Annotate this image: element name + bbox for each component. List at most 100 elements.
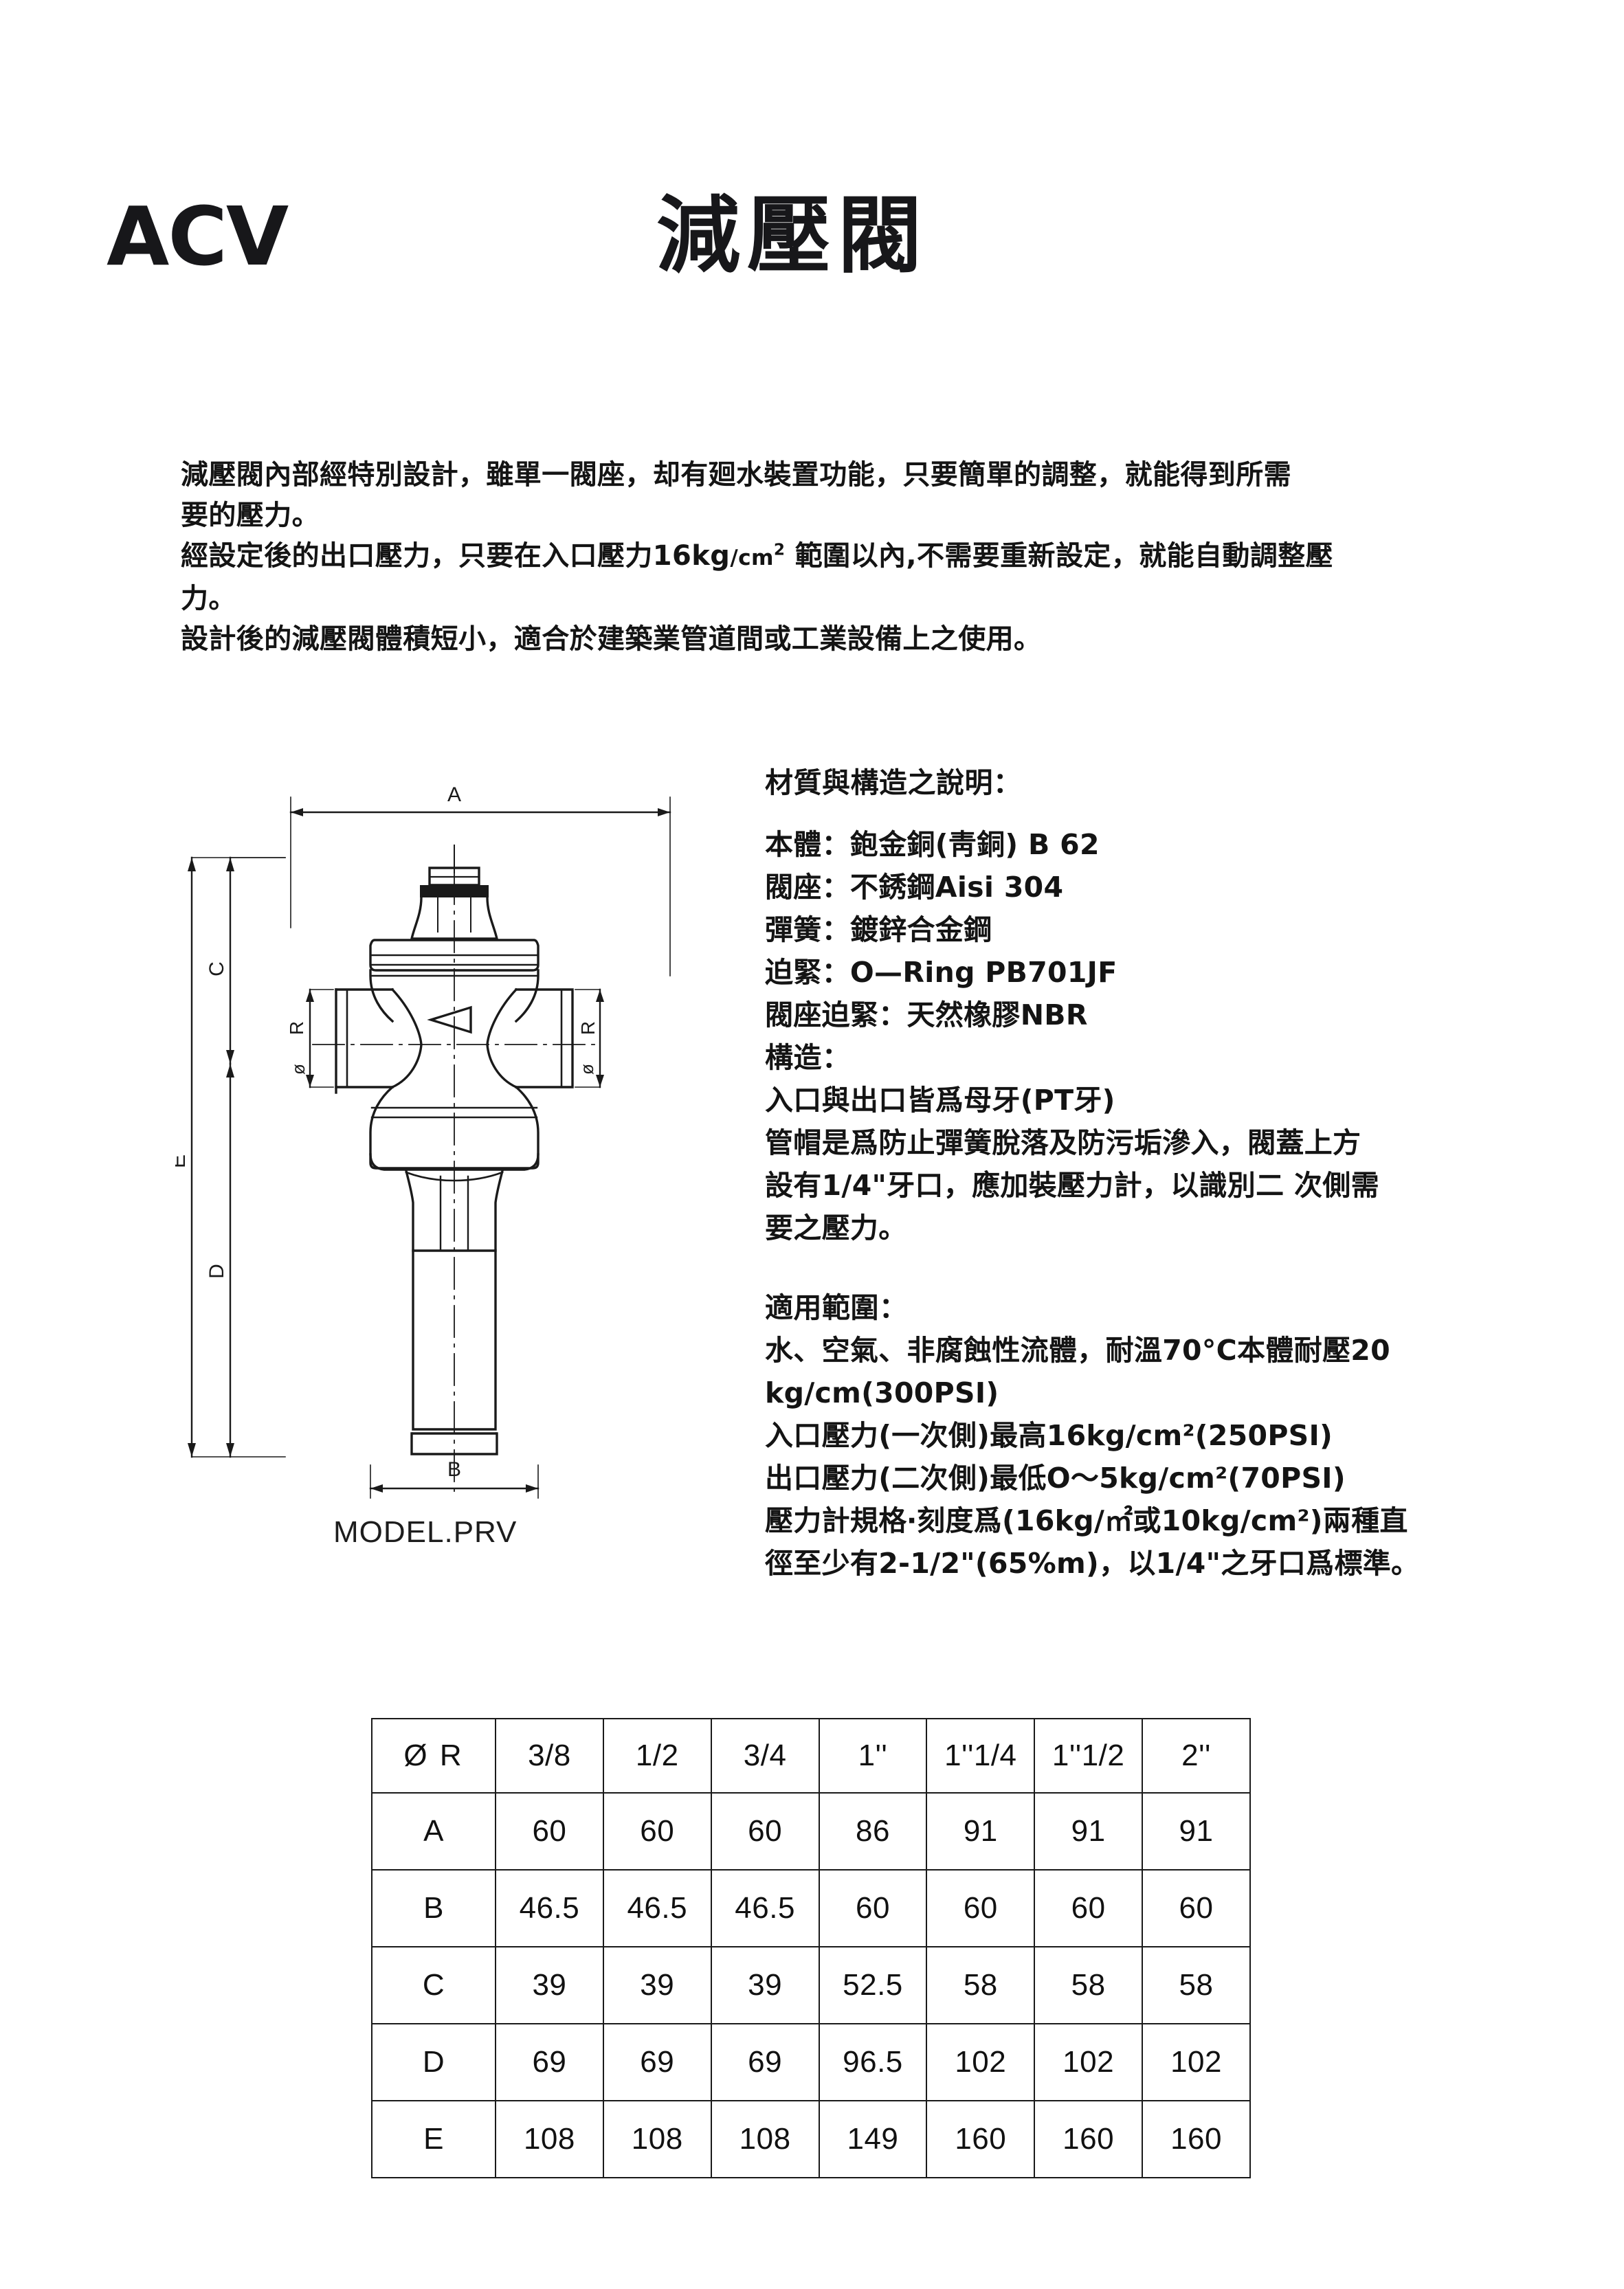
table-size-header: 1''1/2	[1034, 1718, 1144, 1794]
dim-label-e: E	[175, 1154, 190, 1168]
table-cell: 46.5	[710, 1869, 820, 1947]
page-header: ACV 減壓閥	[0, 187, 1624, 299]
table-cell: 108	[602, 2100, 712, 2178]
table-cell: 39	[710, 1946, 820, 2024]
structure-line: 管帽是爲防止彈簧脫落及防污垢滲入，閥蓋上方	[765, 1126, 1361, 1159]
arrow-b-right	[526, 1484, 538, 1493]
table-cell: 46.5	[602, 1869, 712, 1947]
usage-heading: 適用範圍：	[765, 1291, 908, 1324]
arrow-c-top	[226, 858, 234, 871]
intro-line: 力。	[181, 583, 236, 614]
dim-label-d: D	[205, 1264, 228, 1279]
arrow-c-bottom	[226, 1050, 234, 1064]
arrow-rl-bottom	[306, 1075, 314, 1087]
table-cell: 60	[926, 1869, 1036, 1947]
usage-line: 壓力計規格‧刻度爲(16kg/㎡或10kg/cm²)兩種直	[765, 1504, 1408, 1537]
arrow-rl-top	[306, 990, 314, 1002]
table-cell: 58	[926, 1946, 1036, 2024]
table-cell: 108	[710, 2100, 820, 2178]
table-corner-label: Ø R	[371, 1718, 496, 1794]
valve-technical-drawing-svg: A B C D E R ø R ø	[175, 783, 671, 1499]
table-cell: 91	[1142, 1792, 1251, 1871]
usage-line: 出口壓力(二次側)最低O～5kg/cm²(70PSI)	[765, 1462, 1346, 1495]
table-cell: 96.5	[818, 2023, 928, 2101]
bottom-stem	[412, 1249, 497, 1431]
intro-line: 設計後的減壓閥體積短小，適合於建築業管道間或工業設備上之使用。	[181, 623, 1042, 655]
table-cell: 160	[1034, 2100, 1144, 2178]
table-cell: 60	[495, 1792, 604, 1871]
arrow-d-bottom	[226, 1443, 234, 1457]
table-row-label: B	[371, 1869, 496, 1947]
bonnet-flare-right	[514, 969, 540, 1023]
bottom-hex-cap	[404, 1169, 504, 1252]
table-row-label: D	[371, 2023, 496, 2101]
valve-drawing: A B C D E R ø R ø MODEL.PRV	[175, 770, 739, 1608]
intro-line-unit: /cm	[730, 546, 774, 570]
table-cell: 160	[1142, 2100, 1251, 2178]
arrow-e-bottom	[188, 1443, 196, 1457]
table-cell: 60	[818, 1869, 928, 1947]
table-size-header: 3/8	[495, 1718, 604, 1794]
table-cell: 60	[602, 1792, 712, 1871]
right-port-outer	[515, 988, 574, 1088]
dim-label-r-left: R	[286, 1021, 307, 1035]
table-row-label: C	[371, 1946, 496, 2024]
flow-direction-arrow	[427, 1005, 472, 1034]
table-cell: 102	[1142, 2023, 1251, 2101]
table-cell: 69	[495, 2023, 604, 2101]
dim-label-c: C	[205, 961, 228, 976]
materials-heading: 材質與構造之說明：	[765, 766, 1022, 799]
diameter-symbol-left: ø	[288, 1064, 309, 1075]
table-cell: 69	[602, 2023, 712, 2101]
material-item: 彈簧：鍍鋅合金鋼	[765, 913, 992, 946]
table-cell: 46.5	[495, 1869, 604, 1947]
structure-line: 要之壓力。	[765, 1212, 907, 1244]
table-cell: 60	[710, 1792, 820, 1871]
dim-label-a: A	[447, 783, 461, 806]
brand-title: ACV	[107, 189, 289, 284]
table-cell: 91	[926, 1792, 1036, 1871]
right-port-junction	[486, 987, 518, 1089]
structure-line: 設有1/4"牙口，應加裝壓力計，以識別二 次側需	[765, 1169, 1379, 1202]
table-size-header: 1/2	[602, 1718, 712, 1794]
structure-heading: 構造：	[765, 1041, 851, 1074]
usage-line: kg/cm(300PSI)	[765, 1376, 999, 1409]
table-cell: 108	[495, 2100, 604, 2178]
model-label: MODEL.PRV	[333, 1515, 518, 1549]
arrow-d-top	[226, 1064, 234, 1077]
table-cell: 39	[602, 1946, 712, 2024]
intro-line: 要的壓力。	[181, 500, 320, 531]
material-item: 本體：鉋金銅(靑銅) B 62	[765, 828, 1100, 861]
materials-spec-block: 材質與構造之說明： 本體：鉋金銅(靑銅) B 62 閥座：不銹鋼Aisi 304…	[765, 761, 1473, 1249]
hex-top-curve	[405, 1171, 504, 1182]
arrow-b-left	[370, 1484, 383, 1493]
left-port-junction	[390, 987, 423, 1089]
table-cell: 69	[710, 2023, 820, 2101]
table-cell: 102	[1034, 2023, 1144, 2101]
table-cell: 39	[495, 1946, 604, 2024]
arrow-a-right	[658, 808, 670, 816]
intro-paragraphs: 減壓閥內部經特別設計，雖單一閥座，却有廻水裝置功能，只要簡單的調整，就能得到所需…	[181, 455, 1459, 660]
spacer	[765, 804, 1473, 823]
table-size-header: 3/4	[710, 1718, 820, 1794]
usage-spec-block: 適用範圍： 水、空氣、非腐蝕性流體，耐溫70°C本體耐壓20 kg/cm(300…	[765, 1286, 1480, 1585]
table-cell: 149	[818, 2100, 928, 2178]
material-item: 閥座迫緊：天然橡膠NBR	[765, 998, 1088, 1031]
table-size-header: 2''	[1142, 1718, 1251, 1794]
lower-body-bottom	[369, 1153, 540, 1171]
usage-line: 入口壓力(一次側)最高16kg/cm²(250PSI)	[765, 1419, 1333, 1452]
bottom-end-cap	[410, 1432, 498, 1455]
table-size-header: 1''1/4	[926, 1718, 1036, 1794]
bonnet-flare-left	[369, 969, 394, 1023]
intro-line-superscript: 2	[773, 540, 786, 559]
left-port-outer-upper	[335, 988, 394, 1088]
table-row-label: A	[371, 1792, 496, 1871]
table-cell: 91	[1034, 1792, 1144, 1871]
bonnet-body	[369, 939, 540, 972]
table-cell: 58	[1034, 1946, 1144, 2024]
